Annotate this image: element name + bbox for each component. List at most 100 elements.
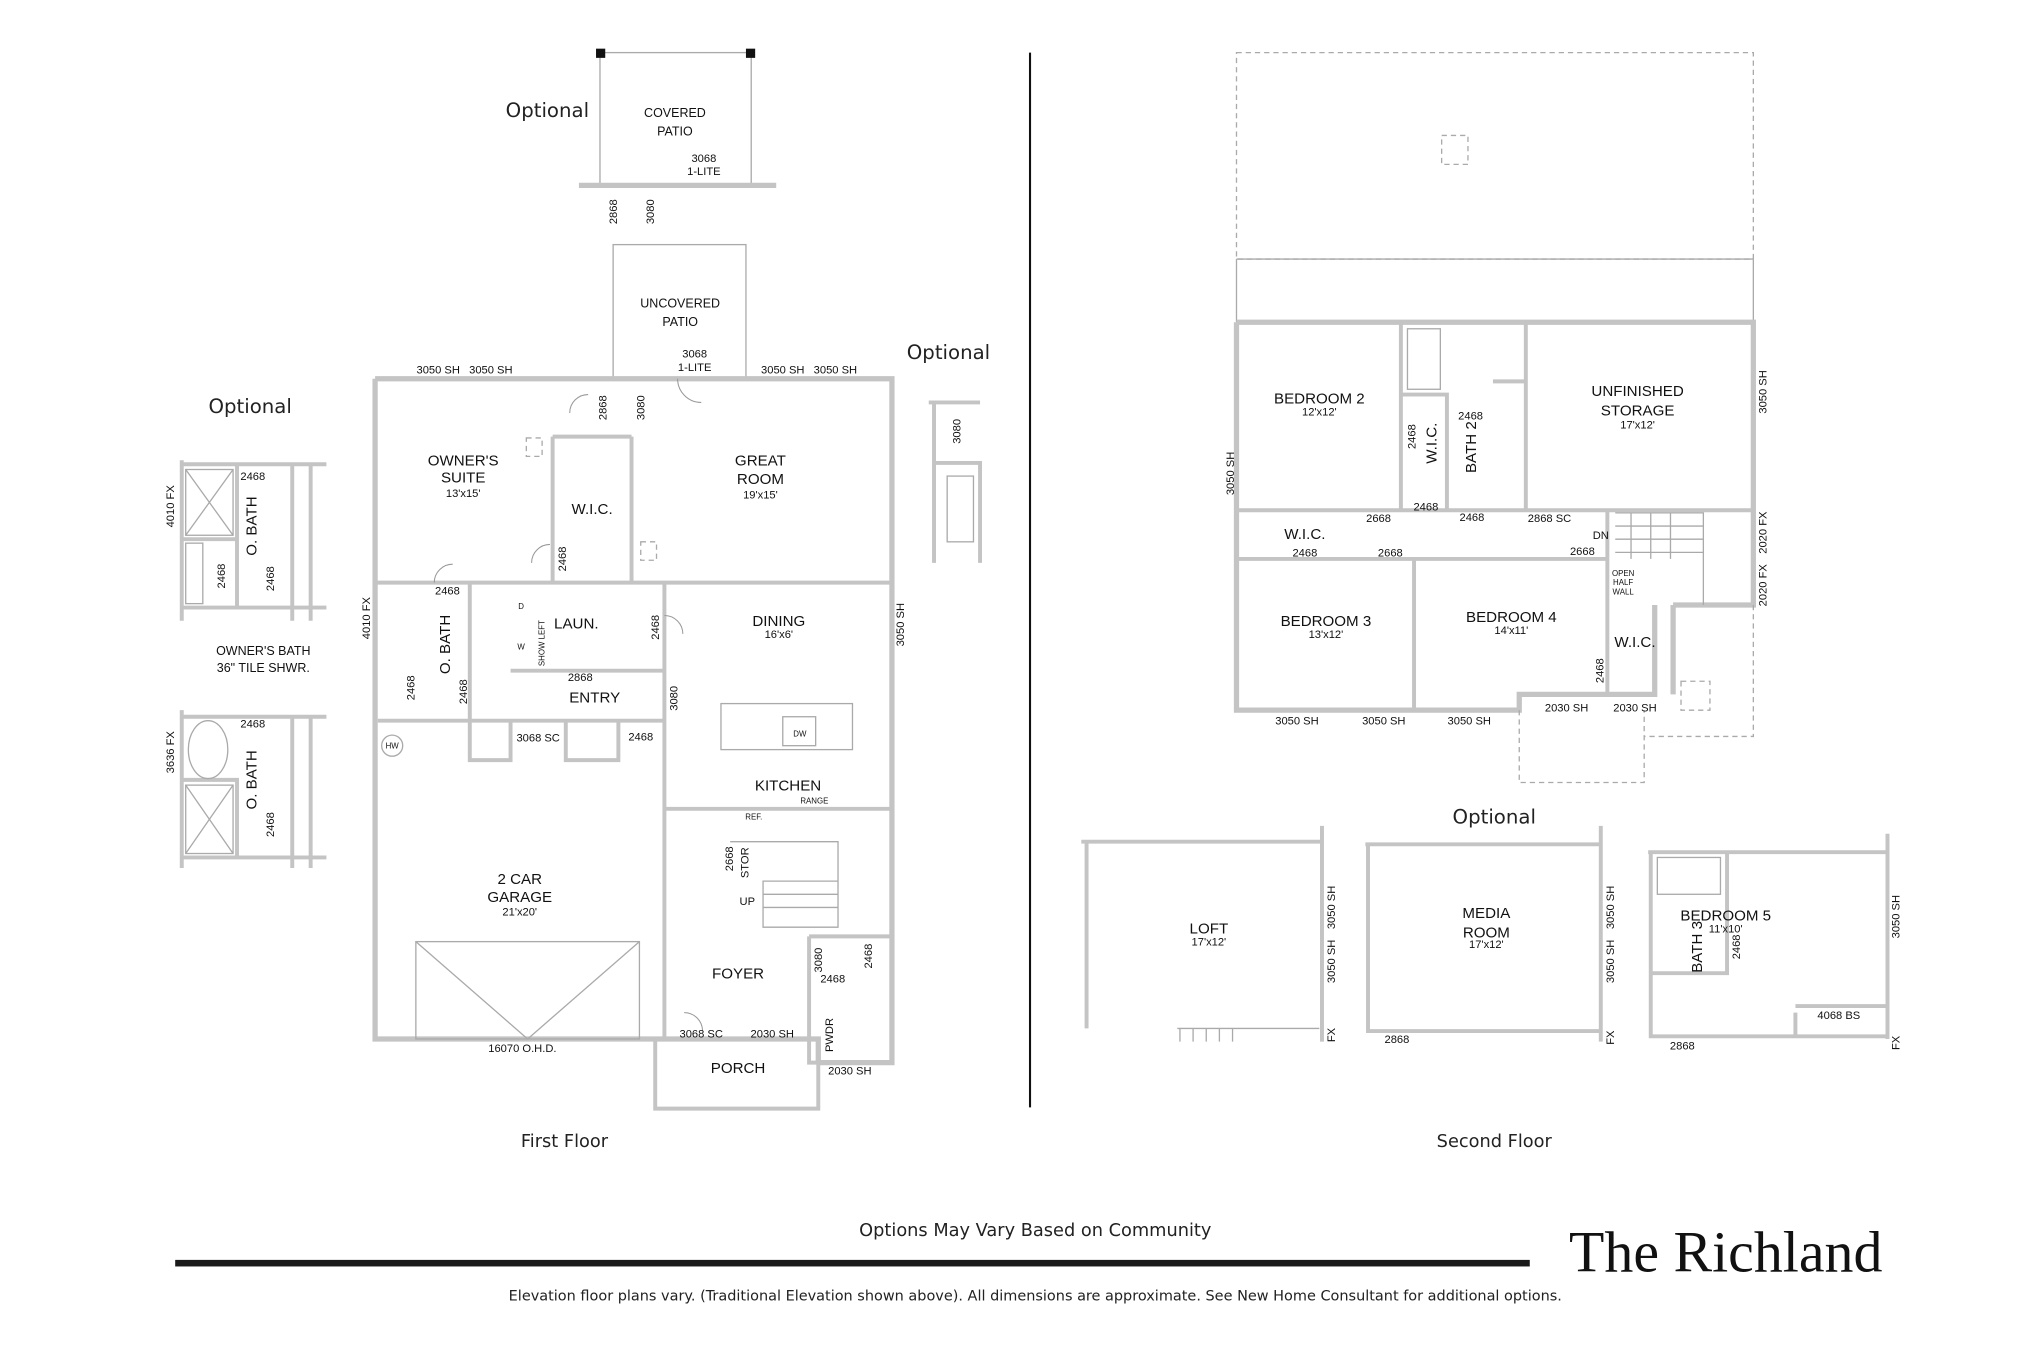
room-label-kitchen: KITCHEN [755, 777, 821, 794]
dimension-label: 2468 [458, 679, 470, 704]
optional-label: Optional [208, 395, 291, 418]
optional-label: Optional [907, 341, 990, 364]
room-label-owners-suite: OWNER'S [428, 453, 499, 470]
dimension-label: 2668 [1570, 546, 1595, 558]
door-label: 3068 [682, 349, 707, 361]
footer: Options May Vary Based on Community The … [175, 1220, 1882, 1305]
dimension-label: 2468 [240, 471, 265, 483]
room-label-bedroom-4: BEDROOM 4 [1466, 609, 1557, 626]
dishwasher-label: DW [793, 729, 807, 738]
stair-label: DN [1593, 530, 1609, 542]
window-label: 2020 FX [1757, 511, 1769, 554]
option-caption: 36" TILE SHWR. [217, 661, 310, 675]
washer-label: W [517, 643, 525, 652]
window-label: 3050 SH [814, 364, 857, 376]
dimension-label: 2468 [650, 615, 662, 640]
window-label: 3050 SH [1890, 895, 1902, 938]
note-label: HALF [1613, 578, 1633, 587]
door-label: 3068 [691, 153, 716, 165]
dimension-label: 2468 [628, 731, 653, 743]
option-caption: OWNER'S BATH [216, 644, 310, 658]
door-label: 4068 BS [1817, 1010, 1860, 1022]
stair-label: UP [740, 896, 755, 908]
dimension-label: 3080 [669, 686, 681, 711]
dimension-label: 3080 [636, 395, 648, 420]
door-label: 3068 SC [516, 733, 559, 745]
window-label: 2030 SH [1545, 702, 1588, 714]
optional-covered-patio: Optional COVERED PATIO 3068 1-LITE 2868 … [506, 48, 777, 224]
garage-door-label: 16070 O.H.D. [488, 1043, 556, 1055]
room-size: 13'x15' [446, 488, 481, 500]
dimension-label: 2468 [557, 547, 569, 572]
first-floor-plan: Optional COVERED PATIO 3068 1-LITE 2868 … [361, 48, 990, 1152]
optional-bedroom-5: BEDROOM 5 11'x10' BATH 3 2468 3050 SH 40… [1648, 833, 1902, 1052]
second-floor-caption: Second Floor [1437, 1132, 1553, 1152]
window-label: FX [1326, 1027, 1338, 1042]
dimension-label: 2868 [568, 672, 593, 684]
window-label: 2020 FX [1757, 564, 1769, 607]
window-label: 3050 SH [1605, 940, 1617, 983]
fridge-label: REF. [745, 812, 762, 821]
dimension-label: 2468 [1406, 424, 1418, 449]
window-label: 3050 SH [1225, 452, 1237, 495]
room-label-o-bath: O. BATH [437, 615, 454, 674]
note-label: OPEN [1612, 569, 1635, 578]
window-label: 3050 SH [1448, 716, 1491, 728]
room-label-stor: STOR [740, 847, 752, 878]
room-label-great-room: ROOM [737, 471, 784, 488]
dimension-label: 2468 [1731, 934, 1743, 959]
dimension-label: 3080 [645, 199, 657, 224]
optional-media-room: MEDIA ROOM 17'x12' 3050 SH 3050 SH FX 28… [1365, 825, 1617, 1046]
room-label-storage: UNFINISHED [1591, 383, 1683, 400]
room-label-bedroom-5: BEDROOM 5 [1680, 908, 1771, 925]
window-label: 3050 SH [1605, 886, 1617, 929]
dimension-label: 2468 [406, 675, 418, 700]
window-label: FX [1890, 1035, 1902, 1050]
room-label-bedroom-3: BEDROOM 3 [1281, 613, 1372, 630]
window-label: 3050 SH [1326, 940, 1338, 983]
dimension-label: 2468 [863, 944, 875, 969]
window-label: 3050 SH [1275, 716, 1318, 728]
dimension-label: 2468 [1292, 547, 1317, 559]
owners-bath-options: Optional 2468 4010 FX O. BATH 2468 2468 … [165, 395, 327, 868]
room-size: 21'x20' [502, 906, 537, 918]
door-label: 2868 [1385, 1034, 1410, 1046]
dimension-label: 2468 [240, 718, 265, 730]
window-label: 4010 FX [165, 485, 177, 528]
room-label-wic: W.I.C. [1284, 526, 1325, 543]
room-label-bath-3: BATH 3 [1689, 921, 1706, 973]
room-size: 19'x15' [743, 489, 778, 501]
optional-side-bump: Optional 3080 [907, 341, 990, 563]
optional-label: Optional [506, 99, 589, 122]
room-label: O. BATH [244, 750, 261, 809]
optional-loft: LOFT 17'x12' 3050 SH 3050 SH FX [1081, 825, 1338, 1042]
window-label: 2030 SH [751, 1029, 794, 1041]
room-label-wic: W.I.C. [1423, 423, 1440, 464]
room-label-media-room: ROOM [1463, 925, 1510, 942]
dimension-label: 3080 [813, 948, 825, 973]
dimension-label: 2668 [724, 846, 736, 871]
room-label-garage: GARAGE [487, 889, 552, 906]
room-size: 13'x12' [1309, 629, 1344, 641]
dimension-label: 2668 [1366, 513, 1391, 525]
room-label-wic: W.I.C. [1614, 634, 1655, 651]
room-label: O. BATH [244, 496, 261, 555]
window-label: 3050 SH [761, 364, 804, 376]
window-label: 4010 FX [361, 596, 373, 639]
room-size: 12'x12' [1302, 407, 1337, 419]
room-size: 17'x12' [1620, 420, 1655, 432]
room-label-porch: PORCH [711, 1060, 766, 1077]
dimension-label: 2468 [1459, 512, 1484, 524]
plan-title: The Richland [1569, 1220, 1882, 1285]
door-label: 1-LITE [678, 362, 711, 374]
room-label: PATIO [657, 124, 693, 138]
room-label: UNCOVERED [640, 297, 720, 311]
dimension-label: 2468 [1458, 411, 1483, 423]
room-label-bedroom-2: BEDROOM 2 [1274, 391, 1365, 408]
dryer-label: D [518, 602, 524, 611]
note-label: SHOW LEFT [538, 620, 547, 666]
dimension-label: 3080 [951, 419, 963, 444]
dimension-label: 2468 [1594, 658, 1606, 683]
range-label: RANGE [800, 797, 828, 806]
